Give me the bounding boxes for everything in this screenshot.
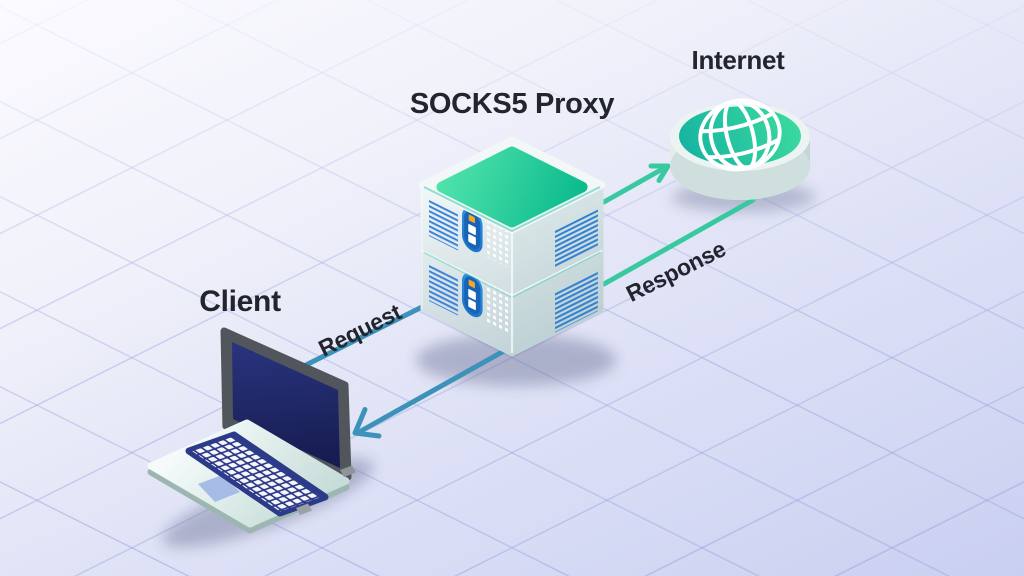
request-arrow-segment-proxy-internet: [601, 164, 669, 205]
laptop-trackpad: [198, 475, 240, 502]
request-arrowhead-icon: [648, 163, 671, 183]
request-arrow-segment-client-proxy: [299, 303, 427, 370]
laptop-display: [232, 342, 340, 468]
internet-globe: [670, 98, 810, 200]
flow-arrows: [299, 163, 756, 439]
response-arrowhead-icon: [352, 407, 382, 439]
server-vents-left: [429, 264, 459, 316]
client-laptop: [147, 327, 356, 534]
laptop-port: [296, 503, 312, 515]
laptop-screen: [220, 327, 352, 481]
laptop-keys: [192, 436, 321, 512]
server-drive-bay: [462, 208, 483, 253]
response-arrow-segment-proxy-client: [357, 344, 514, 434]
server-drive-bay: [462, 273, 483, 318]
server-vents-right: [555, 208, 598, 269]
globe-icon: [698, 98, 782, 172]
server-vents-right: [555, 270, 598, 333]
laptop-port: [340, 465, 356, 477]
proxy-server: [418, 136, 606, 357]
globe-disc-top: [679, 106, 801, 166]
client-label: Client: [199, 285, 281, 318]
server-top-panel: [436, 146, 588, 228]
internet-label: Internet: [691, 45, 785, 75]
response-arrow-segment-internet-proxy: [601, 197, 756, 287]
server-edge-accent: [423, 186, 601, 233]
server-vents-left: [429, 199, 459, 251]
proxy-label: SOCKS5 Proxy: [409, 88, 615, 120]
